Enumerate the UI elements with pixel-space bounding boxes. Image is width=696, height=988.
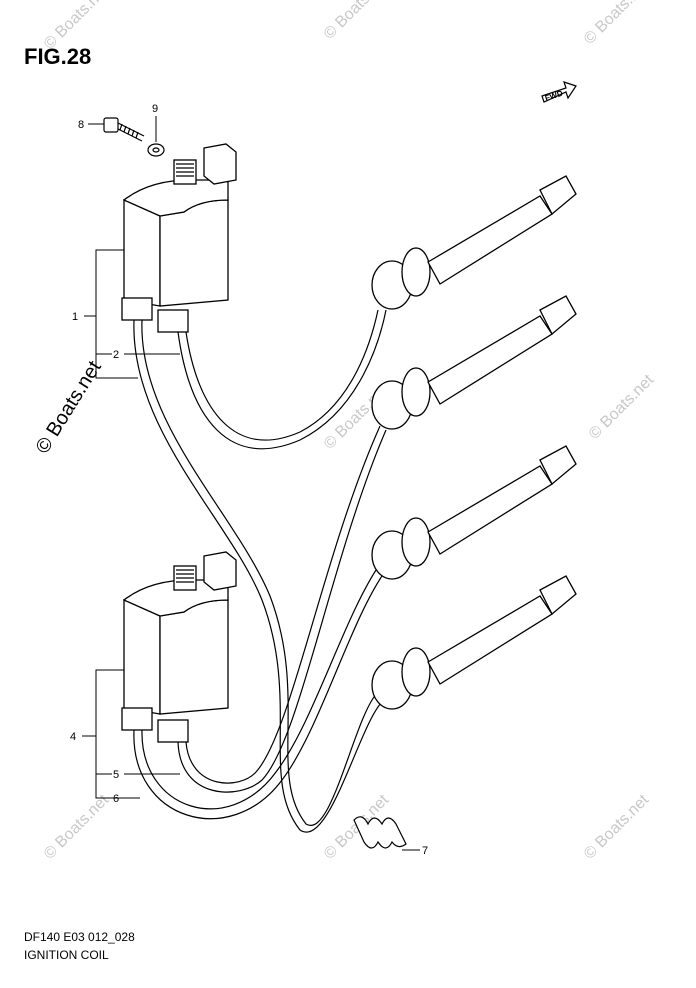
- plug-cap-4: [371, 575, 577, 710]
- figure-title: FIG.28: [24, 44, 92, 69]
- cord-clamp-icon: [353, 816, 407, 849]
- watermark: © Boats.net: [581, 791, 653, 863]
- callout-1: 1: [72, 311, 78, 323]
- callout-8: 8: [78, 119, 84, 131]
- callout-4: 4: [70, 731, 76, 743]
- bolt-icon: [103, 117, 145, 142]
- lower-coil-pack: [121, 551, 237, 743]
- watermark: © Boats.net: [41, 791, 113, 863]
- callout-leaders: [82, 116, 420, 851]
- callout-6: 6: [113, 793, 119, 805]
- svg-text:FWD: FWD: [544, 89, 564, 103]
- plug-cap-2: [371, 295, 577, 430]
- watermark: © Boats.net: [581, 0, 653, 48]
- plug-cap-1: [371, 175, 577, 310]
- callout-5: 5: [113, 769, 119, 781]
- callout-9: 9: [152, 103, 158, 115]
- callout-labels: 1 2 4 5 6 7 8 9: [70, 103, 428, 857]
- fwd-arrow-icon: FWD: [541, 81, 577, 103]
- watermark: © Boats.net: [41, 0, 113, 53]
- watermark: © Boats.net: [321, 0, 393, 43]
- plug-cap-3: [371, 445, 577, 580]
- washer-icon: [147, 143, 165, 157]
- plug-caps: [371, 175, 577, 710]
- figure-name: IGNITION COIL: [24, 948, 109, 962]
- watermark: © Boats.net: [586, 371, 658, 443]
- callout-2: 2: [113, 349, 119, 361]
- ignition-cords: [133, 309, 387, 833]
- watermark-main: © Boats.net: [32, 357, 106, 458]
- figure-code: DF140 E03 012_028: [24, 930, 135, 944]
- upper-coil-pack: [121, 143, 237, 333]
- callout-7: 7: [422, 845, 428, 857]
